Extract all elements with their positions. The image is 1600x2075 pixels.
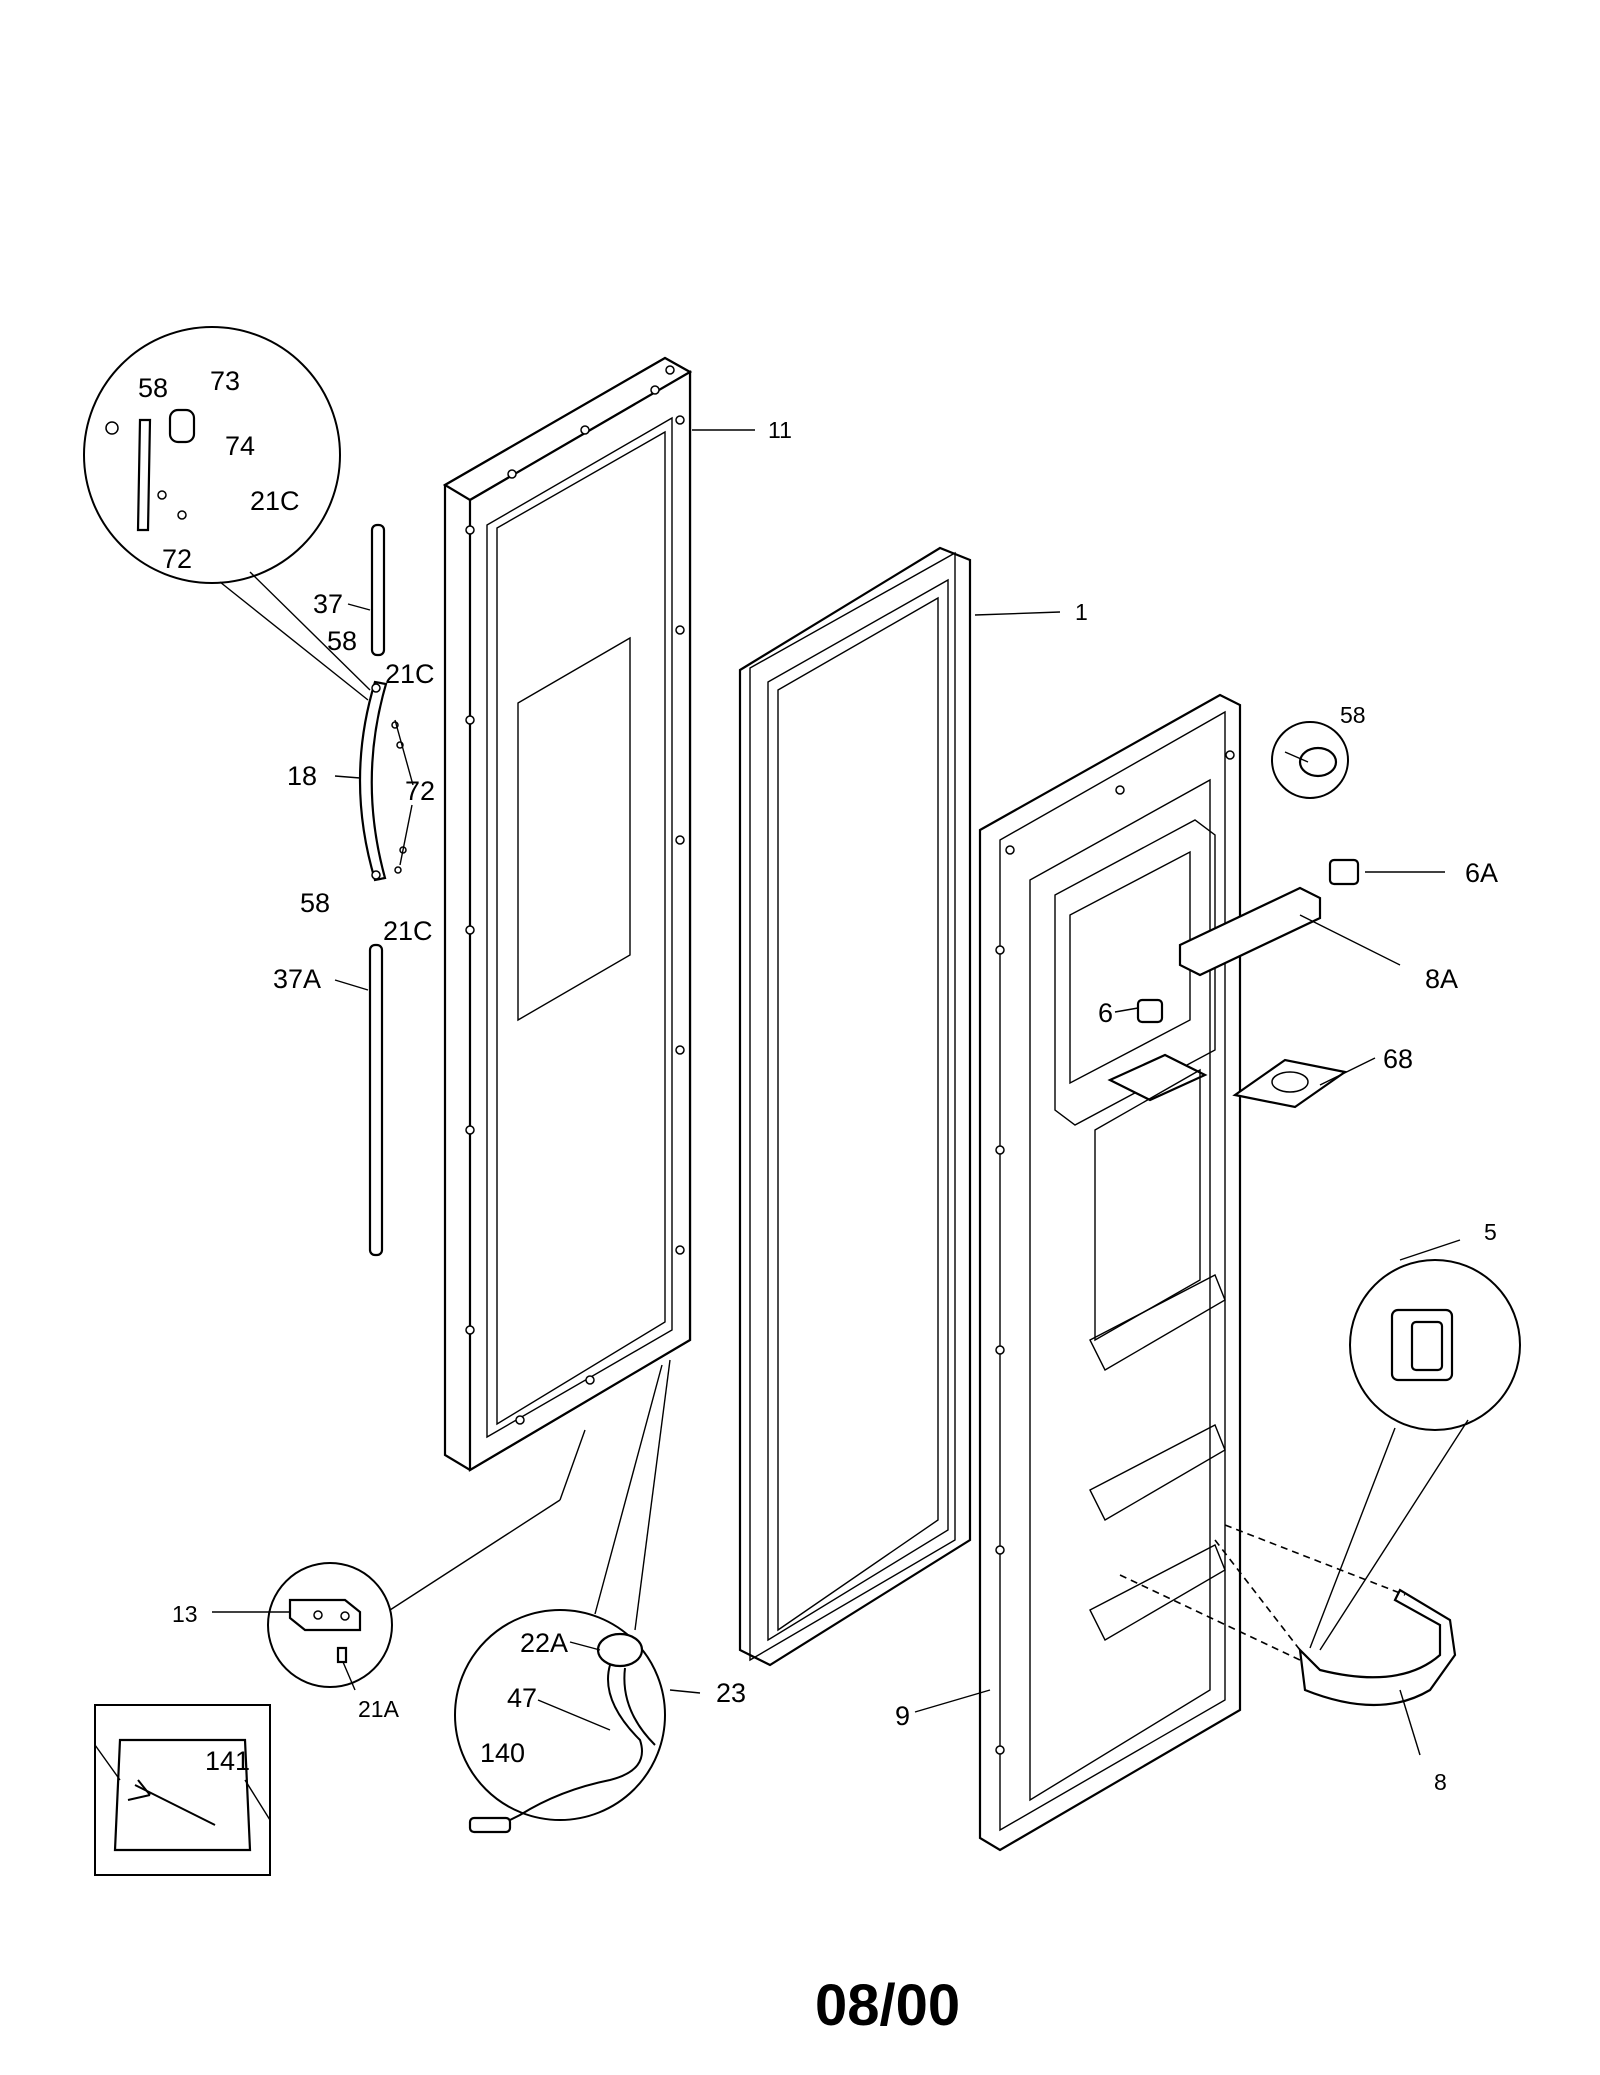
callout-9: 9 (895, 1701, 910, 1731)
callout-8a: 8A (1425, 964, 1458, 994)
detail-circle-clip (1309, 1259, 1521, 1651)
handle-assembly (358, 523, 407, 1257)
callout-58-a: 58 (138, 373, 168, 403)
detail-circle-hinge (83, 326, 371, 701)
callout-21c-c: 21C (383, 916, 433, 946)
door-gasket (738, 546, 972, 1667)
callout-37: 37 (313, 589, 343, 619)
callout-labels: 58 73 74 21C 72 37 58 21C 18 72 58 21C 3… (138, 366, 1498, 1795)
callout-58-c: 58 (300, 888, 330, 918)
inner-door-liner (978, 693, 1242, 1852)
callout-5: 5 (1484, 1219, 1497, 1245)
callout-6: 6 (1098, 998, 1113, 1028)
outer-door-panel (442, 356, 693, 1472)
detail-circle-screw (1271, 721, 1349, 799)
footer-code: 08/00 (815, 1973, 960, 2038)
callout-21a: 21A (358, 1696, 400, 1722)
callout-73: 73 (210, 366, 240, 396)
callout-18: 18 (287, 761, 317, 791)
callout-72-b: 72 (405, 776, 435, 806)
callout-8: 8 (1434, 1769, 1447, 1795)
callout-21c-a: 21C (250, 486, 300, 516)
callout-74: 74 (225, 431, 255, 461)
callout-11: 11 (768, 417, 792, 443)
callout-6a: 6A (1465, 858, 1498, 888)
inset-manual-bag (94, 1704, 271, 1876)
callout-68: 68 (1383, 1044, 1413, 1074)
callout-13: 13 (172, 1601, 198, 1627)
detail-circle-switch (454, 1359, 671, 1834)
callout-58-d: 58 (1340, 702, 1366, 728)
callout-1: 1 (1075, 599, 1088, 625)
detail-circle-bracket (267, 1429, 586, 1688)
callout-21c-b: 21C (385, 659, 435, 689)
dispenser-parts (1136, 858, 1360, 1109)
callout-23: 23 (716, 1678, 746, 1708)
callout-141: 141 (205, 1746, 250, 1776)
callout-140: 140 (480, 1738, 525, 1768)
callout-58-b: 58 (327, 626, 357, 656)
door-bin-rail (1119, 1524, 1457, 1707)
leader-lines (212, 429, 1461, 1756)
callout-22a: 22A (520, 1628, 568, 1658)
callout-37a: 37A (273, 964, 321, 994)
callout-72-a: 72 (162, 544, 192, 574)
callout-47: 47 (507, 1683, 537, 1713)
